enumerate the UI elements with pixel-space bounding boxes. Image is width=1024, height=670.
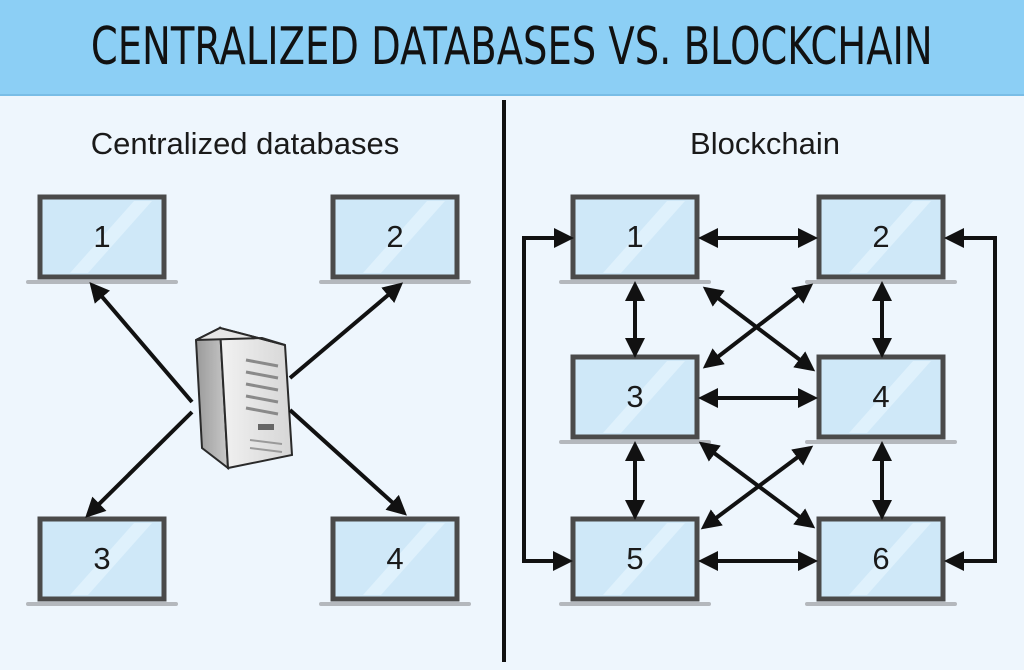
- centralized-node-1-label: 1: [93, 219, 111, 254]
- blockchain-node-2-label: 2: [872, 219, 890, 254]
- blockchain-node-6: [805, 516, 957, 606]
- title-banner: CENTRALIZED DATABASES VS. BLOCKCHAIN: [0, 0, 1024, 96]
- blockchain-node-6-label: 6: [872, 541, 890, 576]
- arrow-server-to-1: [89, 281, 194, 404]
- centralized-node-2: [319, 194, 471, 284]
- blockchain-node-3-label: 3: [626, 379, 644, 414]
- arrow-2-6-loop: [944, 228, 997, 571]
- arrow-server-to-2: [288, 282, 404, 380]
- centralized-node-4-label: 4: [386, 541, 404, 576]
- centralized-node-3-label: 3: [93, 541, 111, 576]
- centralized-node-4: [319, 516, 471, 606]
- arrow-1-5-loop: [522, 228, 574, 571]
- blockchain-node-1: [559, 194, 711, 284]
- centralized-node-1: [26, 194, 178, 284]
- arrow-server-to-4: [288, 408, 407, 516]
- page-title: CENTRALIZED DATABASES VS. BLOCKCHAIN: [91, 17, 933, 77]
- centralized-section-label: Centralized databases: [90, 126, 400, 161]
- blockchain-node-5: [559, 516, 711, 606]
- blockchain-section-label: Blockchain: [690, 126, 840, 161]
- centralized-node-2-label: 2: [386, 219, 404, 254]
- arrow-1-4: [702, 286, 816, 372]
- arrow-2-3: [702, 283, 814, 369]
- server-icon: [194, 326, 294, 471]
- arrow-server-to-3: [85, 410, 194, 518]
- blockchain-node-3: [559, 354, 711, 444]
- blockchain-node-4: [805, 354, 957, 444]
- arrow-4-5: [700, 445, 814, 530]
- centralized-node-3: [26, 516, 178, 606]
- blockchain-node-2: [805, 194, 957, 284]
- blockchain-node-4-label: 4: [872, 379, 890, 414]
- blockchain-node-5-label: 5: [626, 541, 644, 576]
- blockchain-node-1-label: 1: [626, 219, 644, 254]
